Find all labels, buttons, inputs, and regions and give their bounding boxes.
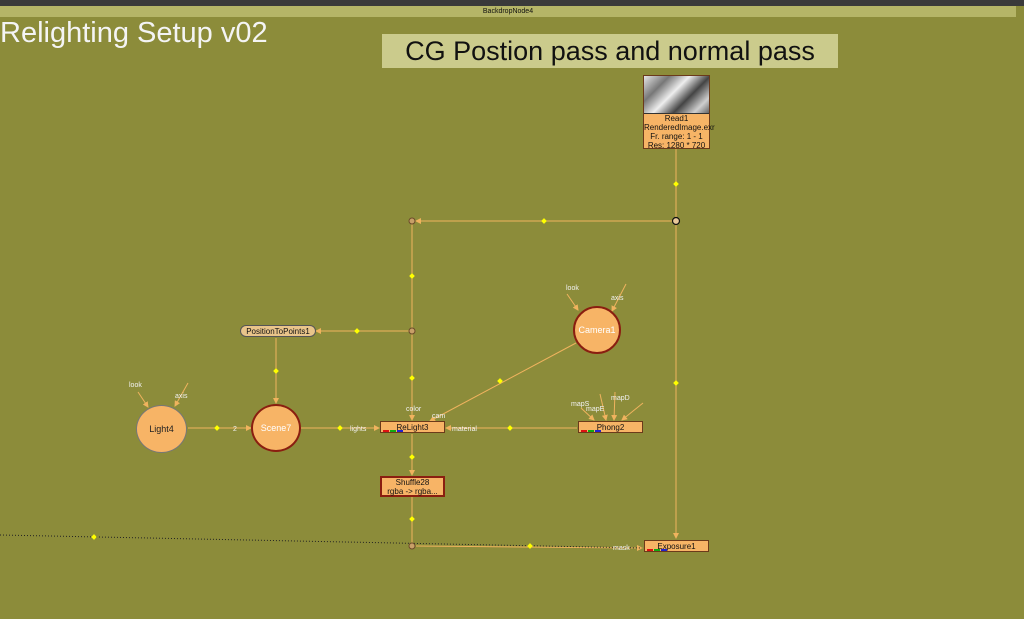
- window-top-bar: [0, 0, 1024, 6]
- read-thumbnail: [644, 76, 709, 114]
- phong-node[interactable]: Phong2: [578, 421, 643, 433]
- scene-node[interactable]: Scene7: [251, 404, 301, 452]
- relight-lights-input: lights: [350, 426, 367, 433]
- position-to-points-label: PositionToPoints1: [246, 327, 310, 336]
- wire-phong-extra: [621, 402, 644, 421]
- wire-light-axis: [174, 382, 189, 407]
- light-axis-input: axis: [175, 393, 188, 400]
- read-node-resolution: Res: 1280 * 720: [647, 141, 706, 150]
- camera-axis-input: axis: [611, 295, 624, 302]
- wire-mask-dotted: [0, 534, 643, 549]
- relight-material-input: material: [452, 426, 477, 433]
- light-label: Light4: [149, 423, 174, 434]
- dot-node-top-right: [671, 216, 681, 226]
- relight-cam-input: cam: [432, 413, 446, 420]
- shuffle-node[interactable]: Shuffle28 rgba -> rgba...: [380, 476, 445, 497]
- phong-channels: [581, 430, 601, 432]
- exposure-channels: [647, 549, 667, 551]
- backdrop-title: Relighting Setup v02: [0, 17, 268, 49]
- phong-maps-input: mapS: [571, 401, 590, 408]
- shuffle-detail: rgba -> rgba...: [387, 487, 438, 496]
- camera-label: Camera1: [578, 324, 616, 335]
- camera-node[interactable]: Camera1: [573, 306, 621, 354]
- wire-camera-axis: [611, 283, 627, 312]
- read-node-file: RenderedImage.exr: [644, 123, 715, 132]
- wire-camera-to-relight: [429, 342, 577, 422]
- scene-label: Scene7: [260, 422, 292, 433]
- wire-phong-maps: [580, 407, 595, 421]
- relight-channels: [383, 430, 403, 432]
- shuffle-label: Shuffle28: [395, 478, 430, 487]
- relight-node[interactable]: ReLight3: [380, 421, 445, 433]
- backdrop-node-header[interactable]: BackdropNode4: [0, 6, 1016, 17]
- wire-phong-mapd: [611, 391, 618, 421]
- dot-node-bottom: [408, 542, 416, 550]
- camera-look-input: look: [566, 285, 579, 292]
- wire-phong-mape: [599, 393, 608, 421]
- wire-camera-look: [566, 293, 579, 311]
- scene-input-2: 2: [233, 426, 237, 433]
- position-to-points-node[interactable]: PositionToPoints1: [240, 325, 316, 337]
- exposure-node[interactable]: Exposure1: [644, 540, 709, 552]
- phong-mape-input: mapE: [586, 406, 605, 413]
- exposure-label: Exposure1: [657, 542, 696, 551]
- light-look-input: look: [129, 382, 142, 389]
- read-node[interactable]: Read1 RenderedImage.exr Fr. range: 1 - 1…: [643, 75, 715, 150]
- relight-label: ReLight3: [396, 423, 429, 432]
- wire-light-look: [137, 391, 149, 408]
- dot-node-top-left: [408, 217, 416, 225]
- exposure-mask-input: mask: [613, 545, 630, 552]
- read-node-frame-range: Fr. range: 1 - 1: [650, 132, 703, 141]
- light-node[interactable]: Light4: [136, 405, 187, 453]
- read-node-name: Read1: [664, 114, 689, 123]
- dot-node-middle: [408, 327, 416, 335]
- phong-mapd-input: mapD: [611, 395, 630, 402]
- phong-label: Phong2: [596, 423, 625, 432]
- relight-color-input: color: [406, 406, 422, 413]
- sticky-note[interactable]: CG Postion pass and normal pass: [382, 34, 838, 68]
